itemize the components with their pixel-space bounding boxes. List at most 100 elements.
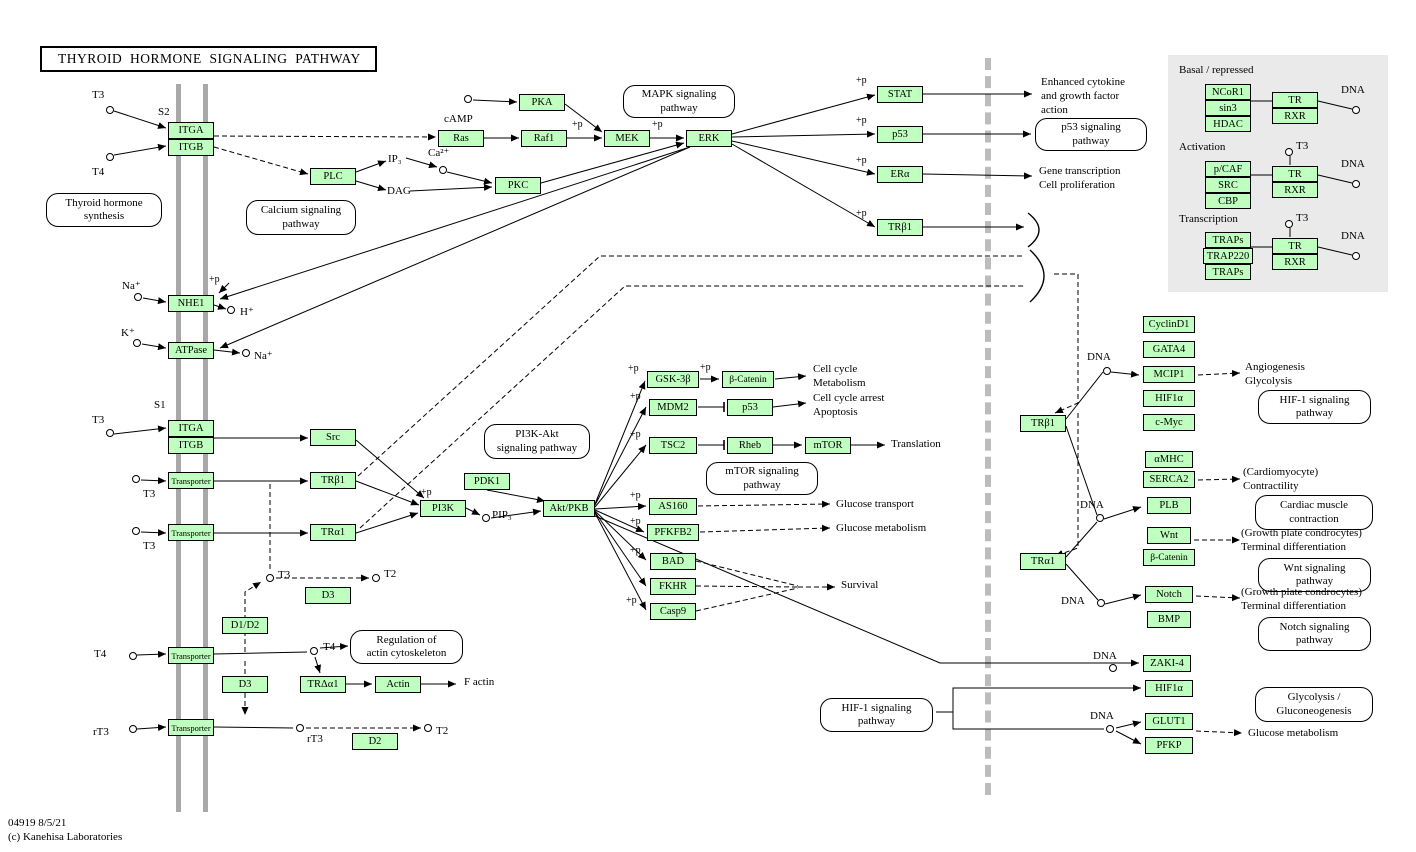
ncor1[interactable]: NCoR1 [1205, 84, 1251, 100]
compound-t4-3[interactable] [310, 647, 318, 655]
traps-1[interactable]: TRAPs [1205, 232, 1251, 248]
pka[interactable]: PKA [519, 94, 565, 111]
p53-top[interactable]: p53 [877, 126, 923, 143]
akt-pkb[interactable]: Akt/PKB [543, 500, 595, 517]
compound-pip3[interactable] [482, 514, 490, 522]
gata4[interactable]: GATA4 [1143, 341, 1195, 358]
compound-t2-1[interactable] [372, 574, 380, 582]
plc[interactable]: PLC [310, 168, 356, 185]
hif1a-nuc1[interactable]: HIF1α [1143, 390, 1195, 407]
compound-t3-legend-2[interactable] [1285, 220, 1293, 228]
mcip1[interactable]: MCIP1 [1143, 366, 1195, 383]
compound-k-1[interactable] [133, 339, 141, 347]
itgb-s2[interactable]: ITGB [168, 139, 214, 156]
trap220[interactable]: TRAP220 [1203, 248, 1253, 264]
pi3k[interactable]: PI3K [420, 500, 466, 517]
glut1[interactable]: GLUT1 [1145, 713, 1193, 730]
compound-na-1[interactable] [134, 293, 142, 301]
compound-t3-4[interactable] [132, 527, 140, 535]
compound-rt3-2[interactable] [296, 724, 304, 732]
compound-t3-2[interactable] [106, 429, 114, 437]
hif1a-nuc2[interactable]: HIF1α [1145, 680, 1193, 697]
compound-t3-legend-1[interactable] [1285, 148, 1293, 156]
itga-s1[interactable]: ITGA [168, 420, 214, 437]
cyclind1[interactable]: CyclinD1 [1143, 316, 1195, 333]
dna-site-legend-1[interactable] [1352, 106, 1360, 114]
tr-transcription[interactable]: TR [1272, 238, 1318, 254]
serca2[interactable]: SERCA2 [1143, 471, 1195, 488]
era[interactable]: ERα [877, 166, 923, 183]
c-myc[interactable]: c-Myc [1143, 414, 1195, 431]
dna-site-4[interactable] [1109, 664, 1117, 672]
compound-t2-2[interactable] [424, 724, 432, 732]
tr-activation[interactable]: TR [1272, 166, 1318, 182]
src[interactable]: Src [310, 429, 356, 446]
sin3[interactable]: sin3 [1205, 100, 1251, 116]
compound-t4-2[interactable] [129, 652, 137, 660]
mek[interactable]: MEK [604, 130, 650, 147]
src-coactivator[interactable]: SRC [1205, 177, 1251, 193]
trb1-cyto[interactable]: TRβ1 [310, 472, 356, 489]
pfkp[interactable]: PFKP [1145, 737, 1193, 754]
compound-na-2[interactable] [242, 349, 250, 357]
actin[interactable]: Actin [375, 676, 421, 693]
notch[interactable]: Notch [1145, 586, 1193, 603]
amhc[interactable]: αMHC [1145, 451, 1193, 468]
fkhr[interactable]: FKHR [650, 578, 696, 595]
pfkfb2[interactable]: PFKFB2 [647, 524, 699, 541]
tr-basal[interactable]: TR [1272, 92, 1318, 108]
b-catenin-cyto[interactable]: β-Catenin [722, 371, 774, 388]
compound-ca2[interactable] [439, 166, 447, 174]
bmp[interactable]: BMP [1147, 611, 1191, 628]
pkc[interactable]: PKC [495, 177, 541, 194]
traps-2[interactable]: TRAPs [1205, 264, 1251, 280]
nhe1[interactable]: NHE1 [168, 295, 214, 312]
zaki-4[interactable]: ZAKI-4 [1143, 655, 1191, 672]
itga-s2[interactable]: ITGA [168, 122, 214, 139]
compound-t4-1[interactable] [106, 153, 114, 161]
d3-lower[interactable]: D3 [222, 676, 268, 693]
mdm2[interactable]: MDM2 [649, 399, 697, 416]
transporter-3[interactable]: Transporter [168, 647, 214, 664]
atpase[interactable]: ATPase [168, 342, 214, 359]
rheb[interactable]: Rheb [727, 437, 773, 454]
as160[interactable]: AS160 [649, 498, 697, 515]
plb[interactable]: PLB [1147, 497, 1191, 514]
dna-site-legend-2[interactable] [1352, 180, 1360, 188]
tra1-nuc[interactable]: TRα1 [1020, 553, 1066, 570]
trb1-top[interactable]: TRβ1 [877, 219, 923, 236]
pdk1[interactable]: PDK1 [464, 473, 510, 490]
rxr-basal[interactable]: RXR [1272, 108, 1318, 124]
ras[interactable]: Ras [438, 130, 484, 147]
compound-camp[interactable] [464, 95, 472, 103]
transporter-1[interactable]: Transporter [168, 472, 214, 489]
dna-site-3[interactable] [1097, 599, 1105, 607]
casp9[interactable]: Casp9 [650, 603, 696, 620]
d3-upper[interactable]: D3 [305, 587, 351, 604]
wnt[interactable]: Wnt [1147, 527, 1191, 544]
compound-h-1[interactable] [227, 306, 235, 314]
hdac[interactable]: HDAC [1205, 116, 1251, 132]
b-catenin-nuc[interactable]: β-Catenin [1143, 549, 1195, 566]
dna-site-1[interactable] [1103, 367, 1111, 375]
tra1-cyto[interactable]: TRα1 [310, 524, 356, 541]
tsc2[interactable]: TSC2 [649, 437, 697, 454]
dna-site-legend-3[interactable] [1352, 252, 1360, 260]
rxr-activation[interactable]: RXR [1272, 182, 1318, 198]
compound-t3-5[interactable] [266, 574, 274, 582]
mtor[interactable]: mTOR [805, 437, 851, 454]
transporter-4[interactable]: Transporter [168, 719, 214, 736]
compound-t3-1[interactable] [106, 106, 114, 114]
